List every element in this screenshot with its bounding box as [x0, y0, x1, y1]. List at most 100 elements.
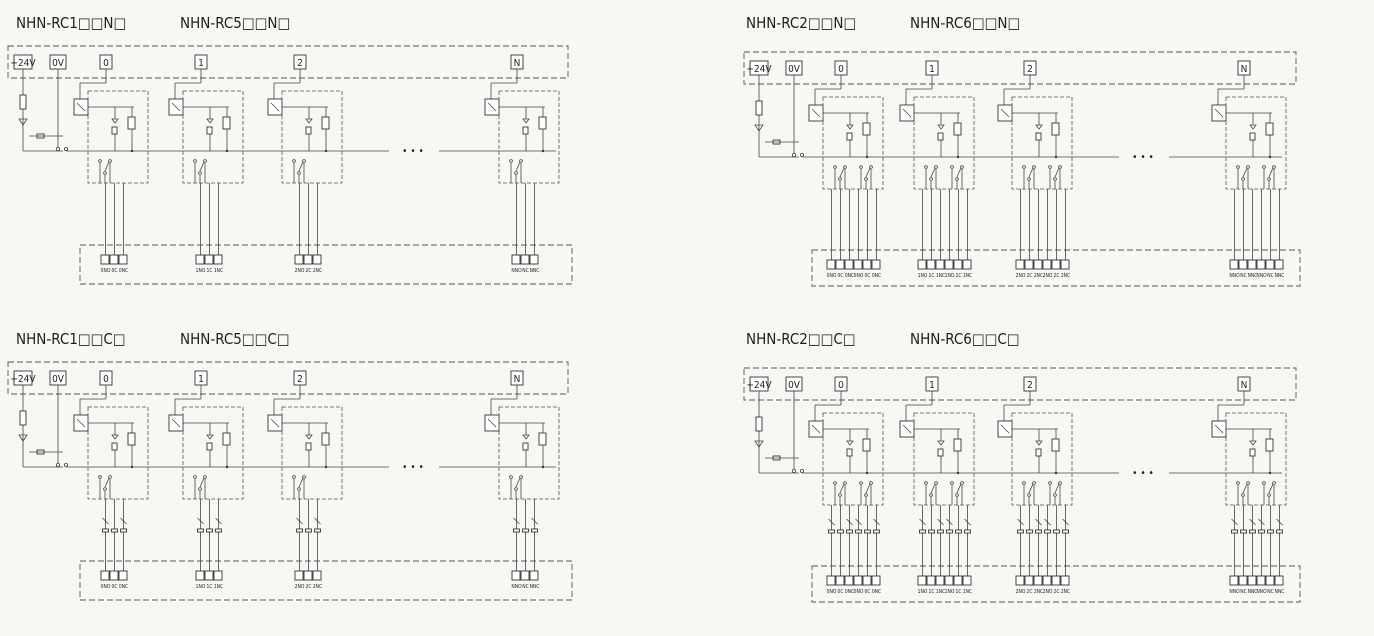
output-terminal-label: 0NC: [119, 268, 128, 274]
suppressor-symbol: [1231, 529, 1238, 534]
output-terminal-label: 1NO: [196, 268, 206, 274]
output-terminal-label: NNO: [1256, 589, 1267, 595]
terminal-plus24v-label: +24V: [10, 374, 36, 385]
flyback-diode-symbol: [305, 118, 313, 124]
output-terminal-label: 1C: [928, 589, 934, 595]
output-wires: [951, 169, 963, 189]
suppressor-symbol: [120, 528, 127, 533]
channel-input-label: 1: [929, 380, 935, 391]
output-terminal: [1060, 259, 1070, 270]
terminal-0v-label: 0V: [52, 374, 65, 385]
output-terminal: [926, 259, 936, 270]
output-terminal-label: 2C: [1026, 589, 1032, 595]
output-terminal: [1015, 575, 1025, 586]
channel-N: N: [1211, 60, 1287, 190]
diagram-title-b: NHN-RC6□□C□: [910, 330, 1020, 348]
channel-0: 0: [808, 376, 884, 506]
output-wires: [293, 479, 305, 499]
output-terminal-label: 1C: [955, 273, 961, 279]
relay-module-frame: [182, 406, 244, 500]
flyback-diode-symbol: [305, 434, 313, 440]
channel-2: 2: [267, 370, 343, 500]
output-terminal-label: 0NO: [827, 589, 837, 595]
channel-input-label: 1: [198, 58, 204, 69]
relay-module-frame: [87, 406, 149, 500]
output-terminal: [213, 570, 223, 581]
output-terminal-label: 0NO: [101, 268, 111, 274]
input-rail-frame: [743, 51, 1297, 85]
suppressor-symbol: [873, 529, 880, 534]
output-terminal-label: 2NC: [1061, 273, 1070, 279]
output-terminal: [1229, 259, 1239, 270]
flyback-diode-symbol: [937, 440, 945, 446]
output-terminal: [118, 570, 128, 581]
output-terminal: [312, 254, 322, 265]
output-terminal: [826, 575, 836, 586]
output-terminal-label: 0NC: [872, 273, 881, 279]
flyback-diode-symbol: [937, 124, 945, 130]
output-terminal: [109, 254, 119, 265]
resistor-symbol: [305, 126, 312, 135]
channel-input-label: 2: [1027, 64, 1033, 75]
output-terminal: [100, 254, 110, 265]
output-terminal-label: NC: [1267, 589, 1274, 595]
output-terminal: [204, 254, 214, 265]
channel-2: 2: [997, 376, 1073, 506]
channel-1: 1: [899, 60, 975, 190]
output-terminal-label: 0NC: [845, 273, 854, 279]
suppressor-symbol: [828, 529, 835, 534]
output-terminal-label: 2NC: [313, 584, 322, 590]
relay-coil-symbol: [127, 432, 136, 446]
terminal-plus24v-label: +24V: [746, 64, 772, 75]
channel-N: N: [1211, 376, 1287, 506]
suppressor-symbol: [206, 528, 213, 533]
output-terminal: [1229, 575, 1239, 586]
output-terminal-label: 0NO: [827, 273, 837, 279]
output-terminal: [935, 575, 945, 586]
output-terminal: [844, 259, 854, 270]
suppressor-symbol: [513, 528, 520, 533]
output-terminal-label: NNC: [1248, 589, 1258, 595]
channel-2: 2: [267, 54, 343, 184]
relay-coil-symbol: [1265, 438, 1274, 452]
output-terminal-label: NNO: [511, 584, 522, 590]
suppressor-symbol: [937, 529, 944, 534]
flyback-diode-symbol: [1035, 124, 1043, 130]
channel-input-label: 2: [297, 374, 303, 385]
output-terminal: [195, 254, 205, 265]
channel-1: 1: [168, 54, 244, 184]
output-terminal-label: 1NO: [918, 589, 928, 595]
suppressor-symbol: [197, 528, 204, 533]
flyback-diode-symbol: [1249, 124, 1257, 130]
flyback-diode-symbol: [846, 440, 854, 446]
output-terminal: [935, 259, 945, 270]
output-terminal-label: 1NC: [214, 268, 223, 274]
output-terminal-label: 0C: [864, 273, 870, 279]
relay-module-frame: [822, 412, 884, 506]
suppressor-symbol: [1026, 529, 1033, 534]
channel-input-label: 2: [297, 58, 303, 69]
output-terminal-label: NNC: [1248, 273, 1258, 279]
output-terminal: [1033, 259, 1043, 270]
channel-0: 0: [73, 54, 149, 184]
suppressor-symbol: [919, 529, 926, 534]
relay-coil-symbol: [127, 116, 136, 130]
resistor-symbol: [111, 126, 118, 135]
output-terminal-label: 2C: [1026, 273, 1032, 279]
diode-symbol: [18, 434, 28, 442]
output-terminal: [962, 259, 972, 270]
suppressor-symbol: [864, 529, 871, 534]
output-terminal: [109, 570, 119, 581]
relay-coil-symbol: [1265, 122, 1274, 136]
output-terminal-label: 1C: [206, 268, 212, 274]
output-terminal: [1238, 575, 1248, 586]
channel-N: N: [484, 54, 560, 184]
suppressor-symbol: [215, 528, 222, 533]
output-wires: [510, 479, 522, 499]
